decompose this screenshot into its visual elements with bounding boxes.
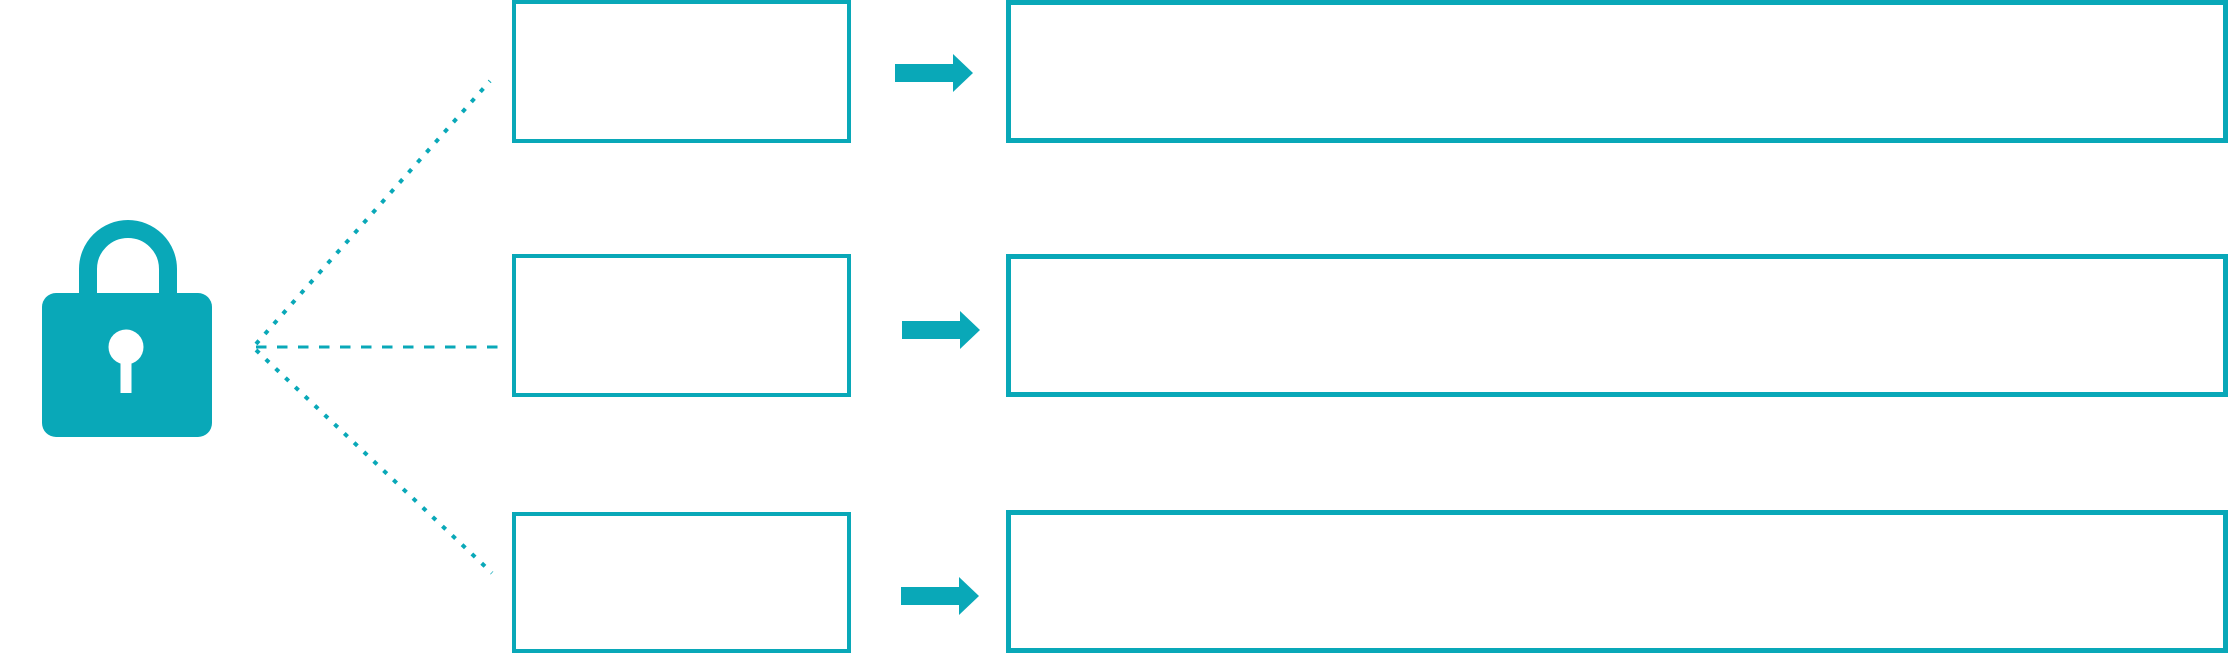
lock-icon [42,218,212,437]
lock-shackle [79,220,177,302]
lock-keyhole-stem [120,347,132,393]
detail-panel-3 [1006,510,2228,653]
arrow-right-icon [895,53,973,93]
detail-panel-2 [1006,254,2228,397]
branch-box-3 [512,512,851,653]
detail-panel-1 [1006,0,2228,143]
arrow-right-icon [901,576,979,616]
branch-box-2 [512,254,851,397]
arrow-right-icon [902,310,980,350]
branch-box-1 [512,0,851,143]
connector-line-top [254,79,492,346]
connector-line-bottom [254,348,494,575]
